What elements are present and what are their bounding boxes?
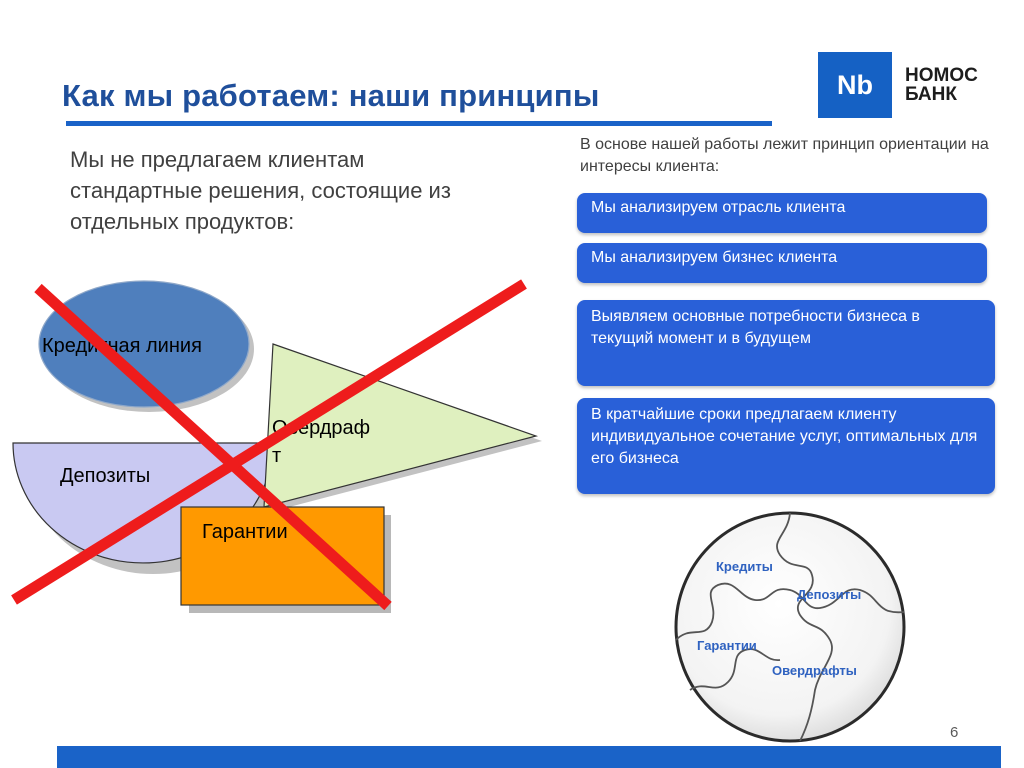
bank-logo-text: НОМОС БАНК — [905, 65, 978, 105]
page-number: 6 — [950, 724, 959, 741]
guarantees-label: Гарантии — [202, 521, 288, 543]
puzzle-piece-lines — [675, 512, 905, 742]
guarantees-shape — [180, 506, 385, 606]
puzzle-label-deposits: Депозиты — [797, 587, 861, 602]
puzzle-label-overdrafts: Овердрафты — [772, 663, 857, 678]
puzzle-label-credits: Кредиты — [716, 559, 773, 574]
credit-line-shape — [38, 280, 250, 408]
puzzle-circle-diagram: Кредиты Депозиты Гарантии Овердрафты — [674, 511, 906, 743]
left-statement: Мы не предлагаем клиентам стандартные ре… — [70, 147, 451, 234]
puzzle-label-guarantees: Гарантии — [697, 638, 757, 653]
principle-box-needs: Выявляем основные потребности бизнеса в … — [577, 300, 995, 386]
principle-box-business: Мы анализируем бизнес клиента — [577, 243, 987, 283]
credit-line-label: Кредитная линия — [42, 335, 202, 357]
overdraft-label-tail: т — [272, 445, 281, 467]
principle-intro: В основе нашей работы лежит принцип орие… — [580, 136, 989, 175]
principle-box-offer: В кратчайшие сроки предлагаем клиенту ин… — [577, 398, 995, 494]
separate-products-diagram: Кредитная линия Овердраф т Депозиты Гара… — [11, 279, 542, 613]
cross-line-1 — [34, 283, 392, 611]
overdraft-shape — [263, 343, 539, 508]
title-underline — [66, 121, 772, 126]
principle-box-industry: Мы анализируем отрасль клиента — [577, 193, 987, 233]
footer-bar — [57, 746, 1001, 768]
deposits-label: Депозиты — [60, 465, 150, 487]
slide-title: Как мы работаем: наши принципы — [62, 78, 600, 113]
bank-logo-mark: Nb — [818, 52, 892, 118]
cross-line-2 — [11, 279, 527, 605]
